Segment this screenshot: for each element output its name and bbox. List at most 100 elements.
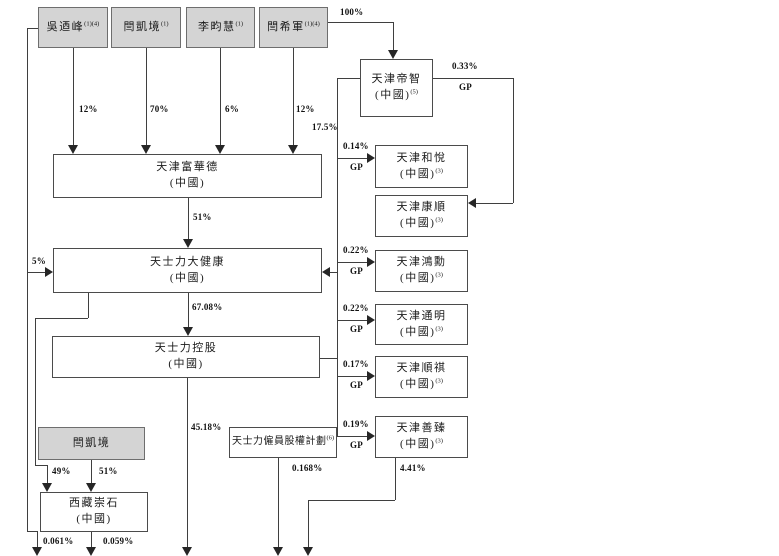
entity-name: 天津富華德 (156, 161, 219, 174)
arrow-right-icon (367, 315, 375, 325)
connector-line (35, 465, 47, 466)
connector-line (293, 48, 294, 148)
connector-line (91, 460, 92, 487)
arrow-down-icon (215, 145, 225, 154)
arrow-right-icon (367, 371, 375, 381)
pct-label: 100% (340, 7, 364, 17)
box-esop: 天士力僱員股權計劃(6) (229, 427, 337, 458)
arrow-right-icon (45, 267, 53, 277)
connector-line (337, 262, 370, 263)
pct-label: 70% (150, 104, 169, 114)
connector-line (47, 465, 48, 487)
connector-line (475, 203, 513, 204)
box-tasly-holding: 天士力控股 (中國) (52, 336, 320, 378)
gp-label: GP (459, 82, 472, 92)
entity-region: (中國) (400, 272, 436, 284)
connector-line (278, 458, 279, 549)
arrow-down-icon (42, 483, 52, 492)
footnote-ref: (1)(4) (304, 19, 320, 27)
pct-label: 0.061% (43, 536, 74, 546)
gp-label: GP (350, 324, 363, 334)
box-tianjin-shunqi: 天津順祺 (中國)(3) (375, 356, 468, 398)
pct-label: 0.17% (343, 359, 369, 369)
arrow-down-icon (86, 547, 96, 556)
pct-label: 45.18% (191, 422, 222, 432)
pct-label: 4.41% (400, 463, 426, 473)
connector-line (88, 293, 89, 318)
pct-label: 0.14% (343, 141, 369, 151)
entity-region: (中國) (168, 358, 204, 370)
box-yan-kaijing: 閆凱境(1) (111, 7, 181, 48)
connector-line (91, 532, 92, 549)
pct-label: 0.22% (343, 303, 369, 313)
connector-line (27, 28, 28, 531)
entity-region: (中國) (400, 167, 436, 180)
box-tasly-dajiankang: 天士力大健康 (中國) (53, 248, 322, 293)
connector-line (337, 376, 370, 377)
footnote-ref: (1) (160, 19, 169, 27)
pct-label: 12% (296, 104, 315, 114)
gp-label: GP (350, 440, 363, 450)
footnote-ref: (3) (435, 216, 443, 224)
footnote-ref: (3) (435, 437, 443, 445)
arrow-down-icon (141, 145, 151, 154)
entity-name: 天津帝智 (371, 73, 422, 86)
pct-label: 6% (225, 104, 239, 114)
arrow-down-icon (183, 327, 193, 336)
footnote-ref: (3) (435, 377, 443, 385)
box-wu-naifeng: 吳迺峰(1)(4) (38, 7, 108, 48)
connector-line (188, 198, 189, 243)
shareholder-name: 吳迺峰 (46, 20, 85, 33)
box-tianjin-hongxun: 天津鴻勳 (中國)(3) (375, 250, 468, 292)
pct-label: 67.08% (192, 302, 223, 312)
shareholder-name: 閆凱境 (72, 436, 111, 449)
entity-name: 西藏崇石 (69, 497, 119, 510)
entity-region: (中國) (400, 325, 436, 338)
entity-name: 天津鴻勳 (396, 256, 447, 269)
arrow-down-icon (303, 547, 313, 556)
shareholder-name: 李畇慧 (197, 20, 236, 33)
footnote-ref: (6) (326, 434, 335, 442)
connector-line (513, 78, 514, 203)
connector-line (395, 458, 396, 500)
arrow-right-icon (367, 431, 375, 441)
arrow-down-icon (388, 50, 398, 59)
footnote-ref: (1) (235, 19, 244, 27)
pct-label: 0.22% (343, 245, 369, 255)
connector-line (35, 318, 88, 319)
pct-label: 0.059% (103, 536, 134, 546)
arrow-down-icon (32, 547, 42, 556)
pct-label: 17.5% (312, 122, 338, 132)
gp-label: GP (350, 380, 363, 390)
pct-label: 51% (99, 466, 118, 476)
connector-line (188, 293, 189, 331)
arrow-down-icon (273, 547, 283, 556)
pct-label: 51% (193, 212, 212, 222)
footnote-ref: (1)(4) (84, 19, 100, 27)
box-tianjin-kangshun: 天津康順 (中國)(3) (375, 195, 468, 237)
entity-region: (中國) (400, 217, 436, 229)
entity-name: 天津善臻 (396, 422, 447, 435)
entity-region: (中國) (169, 271, 206, 284)
arrow-down-icon (68, 145, 78, 154)
connector-line (27, 272, 47, 273)
box-tianjin-shanzhen: 天津善臻 (中國)(3) (375, 416, 468, 458)
connector-line (329, 272, 337, 273)
pct-label: 12% (79, 104, 98, 114)
arrow-left-icon (468, 198, 476, 208)
arrow-down-icon (182, 547, 192, 556)
connector-line (337, 78, 338, 436)
connector-line (35, 318, 36, 465)
connector-line (37, 531, 38, 549)
connector-line (320, 358, 337, 359)
arrow-right-icon (367, 153, 375, 163)
arrow-down-icon (183, 239, 193, 248)
footnote-ref: (5) (410, 88, 418, 96)
arrow-down-icon (86, 483, 96, 492)
connector-line (187, 378, 188, 549)
box-tianjin-dizhi: 天津帝智 (中國)(5) (360, 59, 433, 117)
connector-line (308, 500, 395, 501)
entity-region: (中國) (76, 513, 112, 525)
entity-name: 天津康順 (396, 201, 447, 214)
